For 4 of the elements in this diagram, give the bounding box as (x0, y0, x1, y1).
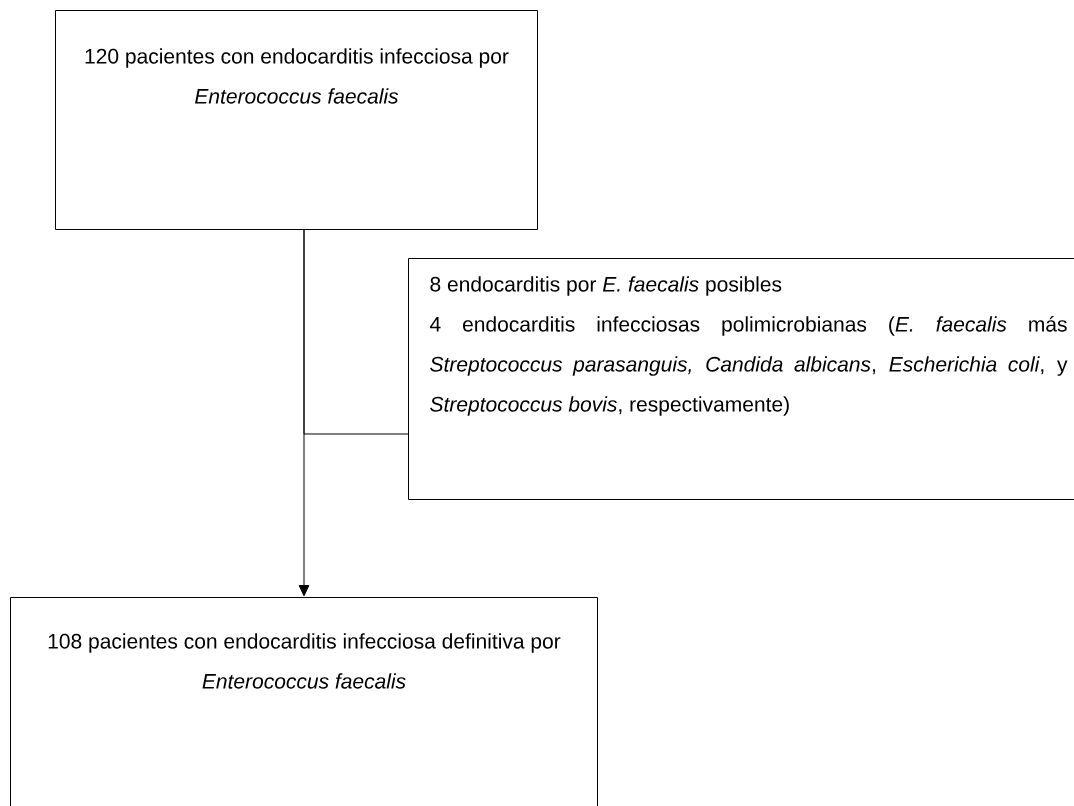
connector-line (303, 229, 409, 435)
process-box: 108 pacientes con endocarditis infecciosa definitiva por Enterococcus faecalis (10, 597, 598, 806)
process-box: 8 endocarditis por E. faecalis posibles 4 endocarditis infecciosas polimicrobianas (E. faecalis más Streptococcus parasanguis, Candida albicans, Escherichia coli, y Streptococcus bovis, respectivamente) (408, 258, 1074, 500)
process-box: 120 pacientes con endocarditis infecciosa por Enterococcus faecalis (55, 10, 538, 230)
